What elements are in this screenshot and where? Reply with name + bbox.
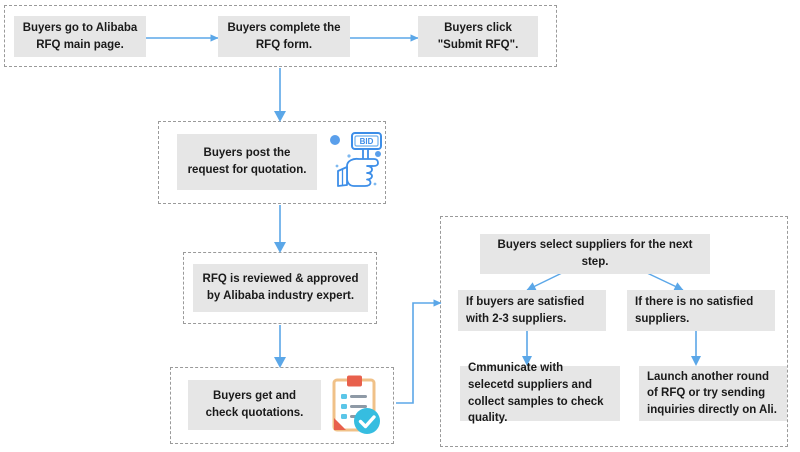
node-post-request-label: Buyers post the request for quotation. bbox=[187, 147, 307, 176]
node-satisfied-branch[interactable]: If buyers are satisfied with 2-3 supplie… bbox=[458, 290, 606, 331]
svg-text:BID: BID bbox=[360, 137, 374, 146]
node-select-suppliers[interactable]: Buyers select suppliers for the next ste… bbox=[480, 234, 710, 274]
node-submit-rfq[interactable]: Buyers click "Submit RFQ". bbox=[418, 16, 538, 57]
bid-paddle-icon: BID bbox=[327, 128, 387, 190]
node-reviewed-approved-label: RFQ is reviewed & approved by Alibaba in… bbox=[202, 273, 359, 302]
node-buyers-main-page-label: Buyers go to Alibaba RFQ main page. bbox=[22, 21, 138, 51]
node-complete-form[interactable]: Buyers complete the RFQ form. bbox=[218, 16, 350, 57]
node-relaunch-action-label: Launch another round of RFQ or try sendi… bbox=[647, 370, 777, 416]
node-no-satisfied-branch[interactable]: If there is no satisfied suppliers. bbox=[627, 290, 775, 331]
node-communicate-action[interactable]: Cmmunicate with selecetd suppliers and c… bbox=[460, 362, 620, 424]
node-get-quotations-label: Buyers get and check quotations. bbox=[205, 390, 304, 419]
node-post-request[interactable]: Buyers post the request for quotation. bbox=[177, 134, 317, 190]
node-satisfied-branch-label: If buyers are satisfied with 2-3 supplie… bbox=[466, 295, 585, 325]
clipboard-check-icon bbox=[326, 374, 384, 436]
node-buyers-main-page[interactable]: Buyers go to Alibaba RFQ main page. bbox=[14, 16, 146, 57]
post-request-group bbox=[158, 121, 386, 204]
node-relaunch-action[interactable]: Launch another round of RFQ or try sendi… bbox=[639, 366, 787, 421]
node-reviewed-approved[interactable]: RFQ is reviewed & approved by Alibaba in… bbox=[193, 264, 368, 312]
node-complete-form-label: Buyers complete the RFQ form. bbox=[227, 21, 341, 51]
node-communicate-action-label: Cmmunicate with selecetd suppliers and c… bbox=[468, 362, 604, 425]
node-submit-rfq-label: Buyers click "Submit RFQ". bbox=[437, 21, 519, 51]
arrow-quotations-to-selection bbox=[396, 299, 442, 404]
node-get-quotations[interactable]: Buyers get and check quotations. bbox=[188, 380, 321, 430]
node-select-suppliers-label: Buyers select suppliers for the next ste… bbox=[497, 239, 693, 268]
node-no-satisfied-branch-label: If there is no satisfied suppliers. bbox=[635, 295, 754, 325]
submit-rfq-group bbox=[4, 5, 557, 67]
